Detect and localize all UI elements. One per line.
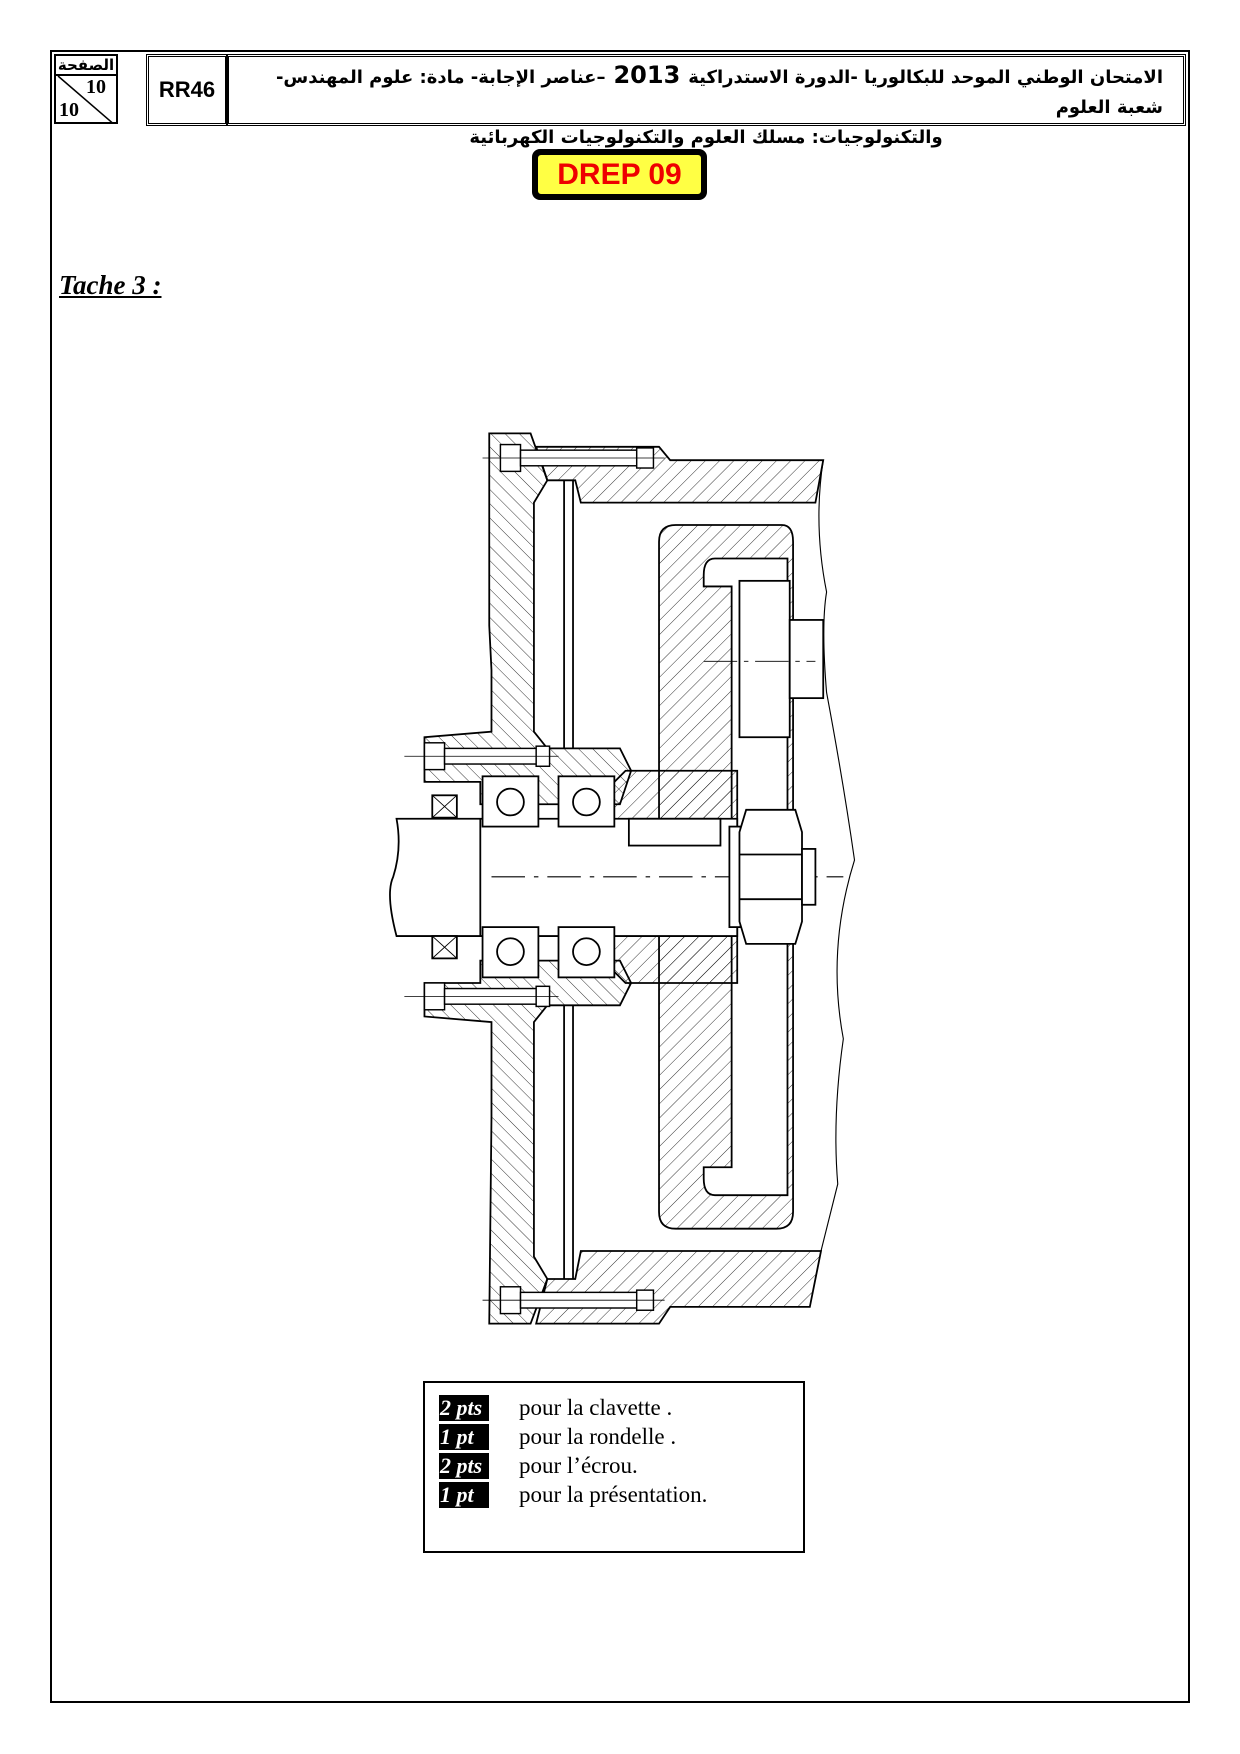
page-total: 10 xyxy=(59,99,79,121)
key xyxy=(627,817,722,847)
exam-code: RR46 xyxy=(146,54,228,126)
page-number-box: الصفحة 10 10 xyxy=(54,54,118,124)
exam-year: 2013 xyxy=(613,61,681,89)
points-label: 2 pts xyxy=(439,1394,489,1421)
score-text: pour l’écrou. xyxy=(519,1452,638,1478)
points-label: 1 pt xyxy=(439,1481,489,1508)
page-label: الصفحة xyxy=(56,56,116,76)
task-title: Tache 3 : xyxy=(59,270,162,300)
scoring-box: 2 pts pour la clavette . 1 pt pour la rond… xyxy=(423,1381,805,1553)
diagonal-line xyxy=(57,75,115,124)
break-line xyxy=(818,460,856,1252)
housing-bottom xyxy=(535,1250,823,1325)
page-current: 10 xyxy=(86,76,106,98)
score-row: 1 pt pour la présentation. xyxy=(439,1480,789,1509)
score-row: 2 pts pour la clavette . xyxy=(439,1393,789,1422)
drep-label: DREP 09 xyxy=(536,153,703,196)
page-frame xyxy=(50,50,1190,1703)
exam-title: الامتحان الوطني الموحد للبكالوريا -الدور… xyxy=(226,54,1186,148)
points-label: 1 pt xyxy=(439,1423,489,1450)
screws xyxy=(404,443,665,1315)
title-part1: الامتحان الوطني الموحد للبكالوريا -الدور… xyxy=(688,67,1163,88)
score-text: pour la rondelle . xyxy=(519,1423,677,1449)
nut xyxy=(738,808,803,945)
title-line2: والتكنولوجيات: مسلك العلوم والتكنولوجيات… xyxy=(469,127,943,148)
bearings xyxy=(481,775,616,979)
gear xyxy=(738,579,791,739)
score-text: pour la présentation. xyxy=(519,1481,708,1507)
score-text: pour la clavette . xyxy=(519,1394,673,1420)
score-row: 2 pts pour l’écrou. xyxy=(439,1451,789,1480)
score-row: 1 pt pour la rondelle . xyxy=(439,1422,789,1451)
title-part2: –عناصر الإجابة- مادة: علوم المهندس- شعبة… xyxy=(275,67,1163,118)
drep-badge: DREP 09 xyxy=(532,149,707,200)
points-label: 2 pts xyxy=(439,1452,489,1479)
